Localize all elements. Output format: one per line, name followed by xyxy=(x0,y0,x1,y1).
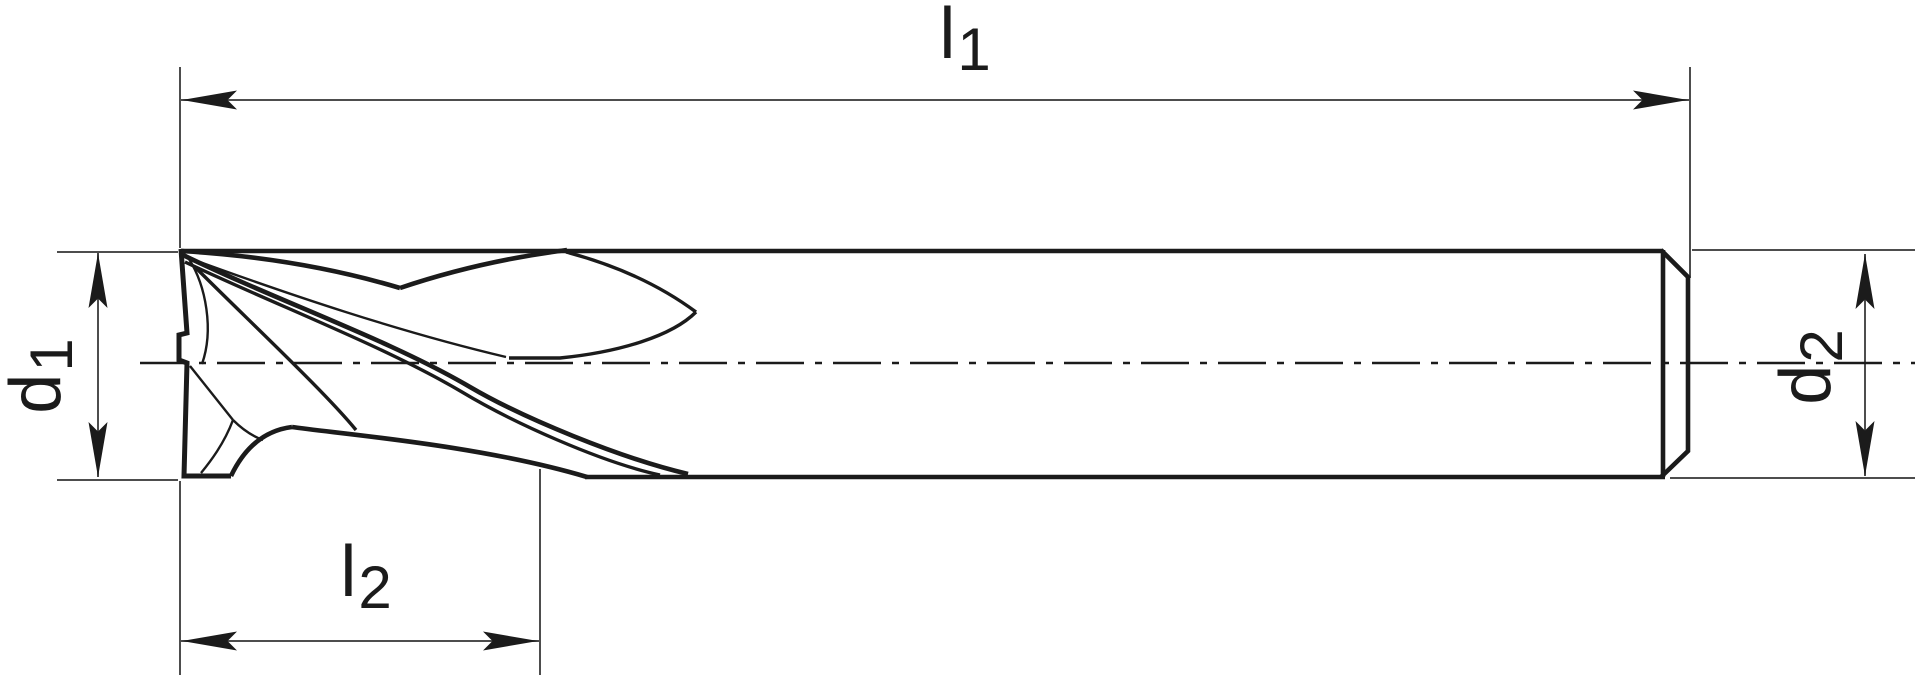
tip-face-diagonal xyxy=(189,365,234,421)
dimension-subscript: 2 xyxy=(358,554,392,621)
flute-lower-silhouette xyxy=(291,424,588,480)
arrow-l2-right xyxy=(483,631,538,651)
dimension-subscript: 1 xyxy=(18,338,85,372)
flute-face-edge xyxy=(185,255,507,359)
flute-runout-teardrop-bottom xyxy=(509,310,698,360)
dimension-letter: d xyxy=(0,373,76,414)
tip-face-arc xyxy=(187,258,209,365)
tip-gash-edge xyxy=(194,266,358,432)
tip-face-lower-edge xyxy=(200,419,235,474)
shank-end-chamfer xyxy=(1659,248,1691,479)
arrow-d1-up xyxy=(88,253,108,308)
helix-edge-1 xyxy=(181,252,689,477)
tip-face-lines xyxy=(185,255,507,474)
arrow-l1-right xyxy=(1633,90,1688,110)
tool-outline xyxy=(176,247,1691,480)
tip-scallop xyxy=(228,424,293,477)
flute-silhouette-right xyxy=(399,247,568,291)
dimension-letter: l xyxy=(340,532,357,612)
dimension-arrowheads xyxy=(88,90,1875,651)
dimension-subscript: 1 xyxy=(957,16,991,83)
dimension-letter: d xyxy=(1766,364,1846,405)
arrow-l2-left xyxy=(182,631,237,651)
flute-silhouette-left xyxy=(180,248,401,291)
flute-runout-teardrop-top xyxy=(565,250,698,314)
arrow-l1-left xyxy=(182,90,237,110)
dimension-letter: l xyxy=(939,0,956,74)
tip-edge xyxy=(176,248,231,479)
helix-edge-2 xyxy=(184,260,661,477)
arrow-d2-down xyxy=(1855,421,1875,476)
dimension-subscript: 2 xyxy=(1788,329,1855,363)
arrow-d1-down xyxy=(88,422,108,477)
arrow-d2-up xyxy=(1855,254,1875,309)
tip-face-branch xyxy=(232,419,264,442)
